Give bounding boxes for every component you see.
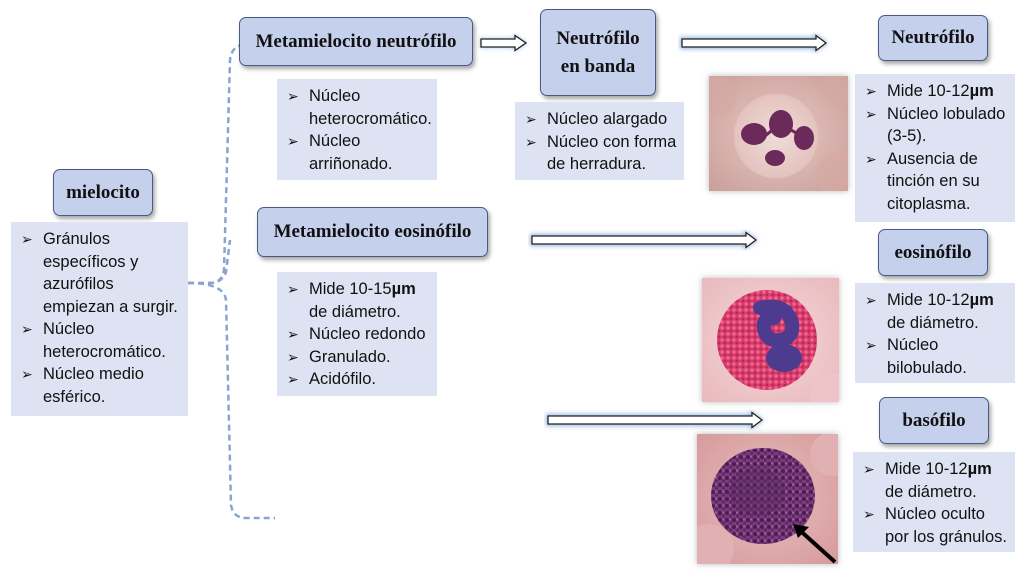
list-item: ➢Núcleo lobulado (3-5). xyxy=(865,104,1006,146)
arrow-bullet-icon: ➢ xyxy=(287,133,299,149)
list-item: ➢Núcleo medio esférico. xyxy=(21,365,144,406)
arrow-to-neutrofilo-icon xyxy=(680,33,828,53)
arrow-bullet-icon: ➢ xyxy=(21,231,33,247)
metamielocito-neutrofilo-info: ➢Núcleo heterocromático. ➢Núcleo arriñon… xyxy=(277,79,437,180)
basophil-micrograph xyxy=(697,434,838,564)
arrow-bullet-icon: ➢ xyxy=(21,321,33,337)
arrow-bullet-icon: ➢ xyxy=(865,105,877,122)
list-item: ➢Mide 10-12µm xyxy=(863,80,1009,103)
neutrofilo-banda-title: Neutrófilo en banda xyxy=(540,9,656,96)
list-item: ➢Núcleo bilobulado. xyxy=(865,336,967,377)
arrow-bullet-icon: ➢ xyxy=(865,292,877,308)
eosinofilo-title: eosinófilo xyxy=(878,229,988,276)
neutrophil-micrograph xyxy=(709,76,848,191)
neutrofilo-info: ➢Mide 10-12µm ➢Núcleo lobulado (3-5). ➢A… xyxy=(855,74,1015,222)
eosinophil-micrograph xyxy=(702,278,839,402)
neutrofilo-banda-info: ➢Núcleo alargado ➢Núcleo con forma de he… xyxy=(515,102,684,180)
arrow-bullet-icon: ➢ xyxy=(863,461,875,477)
arrow-bullet-icon: ➢ xyxy=(865,150,877,167)
list-item: ➢Granulado. xyxy=(285,346,431,369)
mielocito-title-text: mielocito xyxy=(66,181,140,203)
list-item: ➢Mide 10-12µm de diámetro. xyxy=(865,291,994,332)
arrow-to-basofilo-icon xyxy=(546,410,764,430)
arrow-bullet-icon: ➢ xyxy=(287,88,299,104)
metamielocito-neutrofilo-title: Metamielocito neutrófilo xyxy=(239,17,473,66)
arrow-to-eosinofilo-icon xyxy=(530,230,758,250)
eosinofilo-info: ➢Mide 10-12µm de diámetro. ➢Núcleo bilob… xyxy=(855,283,1015,383)
arrow-bullet-icon: ➢ xyxy=(525,111,537,127)
list-item: ➢Ausencia de tinción en su citoplasma. xyxy=(865,149,980,213)
list-item: ➢Núcleo heterocromático. xyxy=(21,320,166,361)
arrow-bullet-icon: ➢ xyxy=(287,371,299,387)
list-item: ➢Acidófilo. xyxy=(285,368,431,391)
neutrofilo-title: Neutrófilo xyxy=(878,15,988,61)
basofilo-title: basófilo xyxy=(879,397,989,444)
arrow-bullet-icon: ➢ xyxy=(21,366,33,382)
metamielocito-eosinofilo-title: Metamielocito eosinófilo xyxy=(257,207,488,257)
list-item: ➢Núcleo alargado xyxy=(523,108,678,131)
list-item: ➢Gránulos específicos y azurófilos empie… xyxy=(21,230,178,316)
arrow-bullet-icon: ➢ xyxy=(287,281,299,297)
arrow-bullet-icon: ➢ xyxy=(525,133,537,150)
arrow-to-banda-icon xyxy=(480,34,528,52)
list-item: ➢Núcleo redondo xyxy=(285,323,431,346)
arrow-bullet-icon: ➢ xyxy=(287,326,299,342)
basofilo-info: ➢Mide 10-12µm de diámetro. ➢Núcleo ocult… xyxy=(853,452,1015,552)
list-item: ➢Núcleo arriñonado. xyxy=(287,132,393,173)
list-item: ➢Núcleo heterocromático. xyxy=(287,87,432,128)
list-item: ➢Núcleo con forma de herradura. xyxy=(525,132,677,174)
list-item: ➢Núcleo oculto por los gránulos. xyxy=(863,505,1007,546)
metamielocito-eosinofilo-info: ➢Mide 10-15µm de diámetro. ➢Núcleo redon… xyxy=(277,272,437,396)
arrow-bullet-icon: ➢ xyxy=(863,506,875,522)
list-item: ➢Mide 10-12µm de diámetro. xyxy=(863,460,992,501)
arrow-bullet-icon: ➢ xyxy=(287,348,299,365)
mielocito-title: mielocito xyxy=(53,169,153,216)
arrow-bullet-icon: ➢ xyxy=(865,337,877,353)
mielocito-info: ➢Gránulos específicos y azurófilos empie… xyxy=(11,222,188,416)
arrow-bullet-icon: ➢ xyxy=(865,83,877,99)
list-item: ➢Mide 10-15µm de diámetro. xyxy=(287,280,416,321)
